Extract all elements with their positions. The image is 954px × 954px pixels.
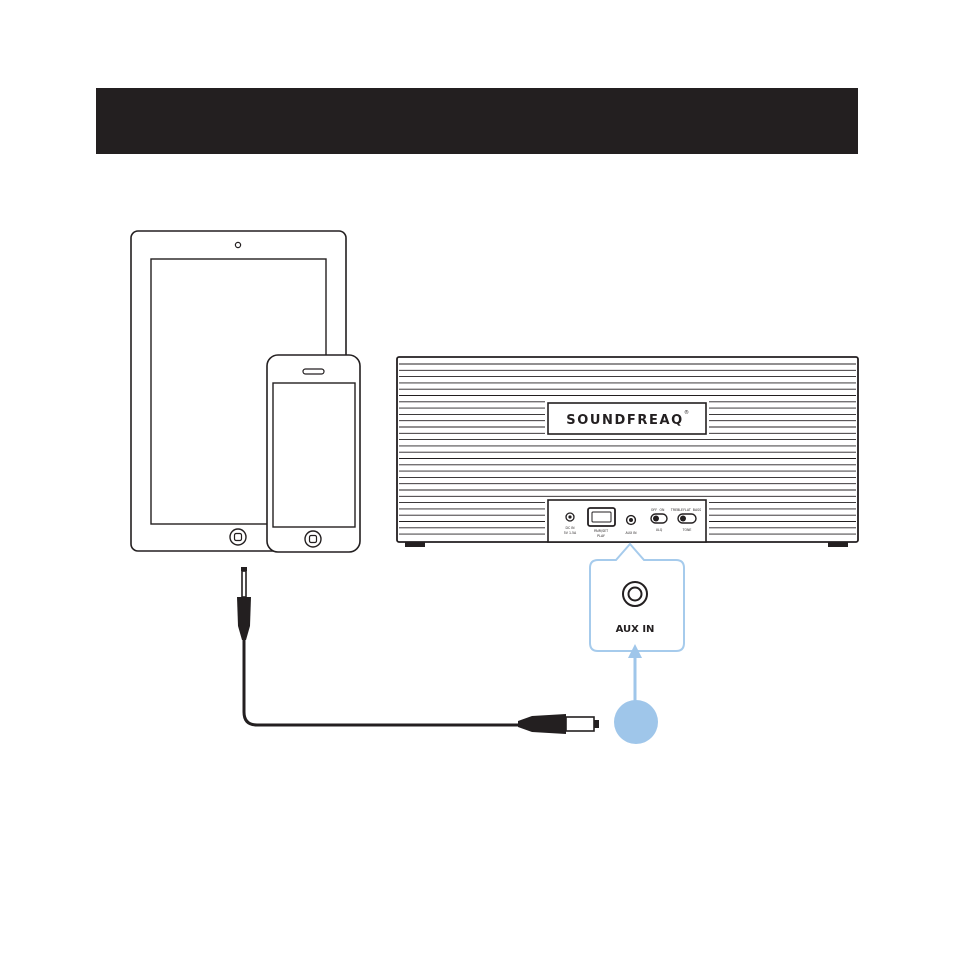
connection-point-marker (614, 700, 658, 744)
cable-plug-body-top (237, 597, 251, 640)
tone-label: TONE (682, 528, 692, 532)
phone-home-button (304, 530, 322, 548)
speaker-foot-left (405, 542, 425, 547)
brand-logo: SOUNDFREAQ (566, 413, 684, 428)
aux-cable (237, 567, 599, 734)
control-panel: DC IN 5V 1.5A PAIR/SET PLAY AUX IN OFF O… (547, 499, 707, 543)
ulq-label: ULQ (656, 528, 663, 532)
tone-treble-label: TREBLE (670, 508, 683, 512)
ulq-on-label: ON (660, 508, 666, 512)
speaker: SOUNDFREAQ ® DC IN 5V 1.5A PAIR/SET PLAY… (396, 356, 859, 547)
tone-bass-label: BASS (693, 508, 701, 512)
registered-mark: ® (684, 409, 689, 416)
insert-arrow (628, 644, 642, 704)
phone (266, 354, 361, 553)
dc-in-jack-icon (565, 512, 575, 522)
pair-label: PAIR/SET (594, 529, 608, 533)
aux-in-jack-icon (622, 581, 648, 607)
aux-in-callout: AUX IN (589, 542, 685, 652)
aux-in-jack-small-icon (625, 514, 637, 526)
speaker-foot-right (828, 542, 848, 547)
phone-screen (272, 382, 356, 528)
tone-flat-label: FLAT (683, 508, 691, 512)
speaker-grille (399, 363, 856, 535)
cable-plug-body-bottom (518, 714, 566, 734)
play-label: PLAY (597, 534, 605, 538)
brand-plate (547, 402, 707, 435)
cable-plug-tip-top (241, 567, 247, 571)
tablet-home-button (229, 528, 247, 546)
aux-in-callout-label: AUX IN (616, 624, 655, 635)
header-bar (96, 88, 858, 154)
dc-in-label: DC IN (565, 526, 575, 530)
ulq-off-label: OFF (651, 508, 657, 512)
tablet-camera-icon (234, 241, 242, 249)
phone-speaker-slot (302, 368, 325, 375)
aux-in-panel-label: AUX IN (625, 531, 637, 535)
dc-in-sub-label: 5V 1.5A (564, 531, 577, 535)
cable-plug-tip-bottom (594, 720, 599, 728)
